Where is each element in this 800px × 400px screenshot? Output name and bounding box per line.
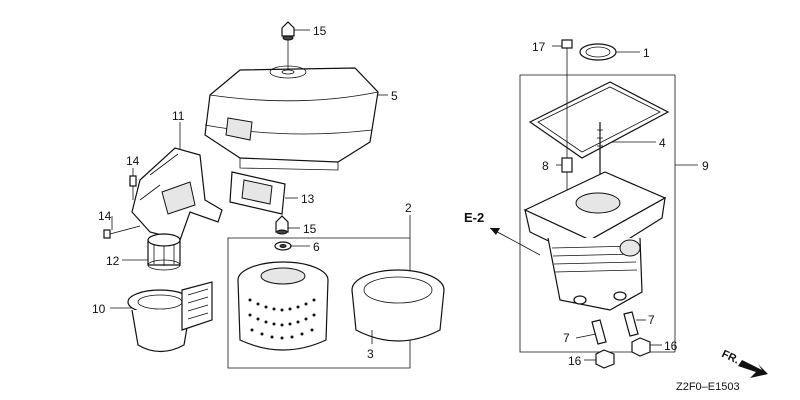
leader-lines	[110, 29, 662, 361]
label-part-14-upper: 14	[126, 154, 140, 168]
nut-left	[595, 349, 615, 369]
group-box-2	[227, 215, 411, 369]
nut-right	[631, 337, 651, 357]
label-part-5: 5	[391, 89, 398, 103]
label-part-7-left: 7	[563, 331, 570, 345]
label-part-14-lower: 14	[98, 209, 112, 223]
gasket-4	[528, 81, 670, 159]
gasket-13	[229, 171, 286, 215]
filter-screen	[147, 233, 181, 271]
filter-element	[237, 261, 329, 351]
stud	[597, 122, 603, 180]
bolt-17	[561, 39, 573, 200]
breather-tube-right	[623, 311, 639, 337]
filter-perforations	[248, 298, 316, 340]
label-part-8: 8	[542, 159, 549, 173]
diagram-code: Z2F0–E1503	[676, 381, 740, 393]
screw-upper	[129, 175, 137, 200]
intake-elbow	[131, 147, 223, 241]
label-part-13: 13	[301, 192, 315, 206]
screw-lower	[103, 225, 141, 239]
cleaner-cup	[127, 281, 213, 353]
front-direction-arrow	[738, 360, 768, 378]
group-box-9	[519, 74, 698, 353]
breather-tube-left	[591, 319, 607, 345]
collar-8	[561, 157, 573, 173]
label-part-2: 2	[405, 201, 412, 215]
reference-arrow-e2	[489, 227, 541, 256]
label-part-1: 1	[643, 46, 650, 60]
wing-nut-top	[281, 21, 295, 70]
label-part-4: 4	[659, 136, 666, 150]
air-cleaner-cover	[204, 65, 379, 171]
foam-element	[351, 269, 445, 342]
washer	[274, 241, 292, 251]
label-part-9: 9	[702, 159, 709, 173]
wing-nut-mid	[275, 215, 289, 235]
reference-label-e2: E-2	[464, 210, 484, 225]
direction-label-fr: FR.	[720, 348, 741, 366]
part-labels: 1 2 3 4 5 6 7 7 8 9 10 11 12 13 14 14 15…	[92, 24, 709, 368]
label-part-15-mid: 15	[303, 222, 317, 236]
label-part-6: 6	[313, 240, 320, 254]
label-part-16-left: 16	[568, 354, 582, 368]
label-part-3: 3	[367, 347, 374, 361]
label-part-16-right: 16	[664, 339, 678, 353]
seal-ring	[579, 43, 617, 61]
label-part-17: 17	[532, 40, 546, 54]
air-cleaner-case	[523, 171, 667, 311]
label-part-10: 10	[92, 302, 106, 316]
label-part-12: 12	[106, 254, 120, 268]
label-part-15-top: 15	[313, 24, 327, 38]
label-part-7-right: 7	[648, 313, 655, 327]
label-part-11: 11	[172, 109, 185, 123]
